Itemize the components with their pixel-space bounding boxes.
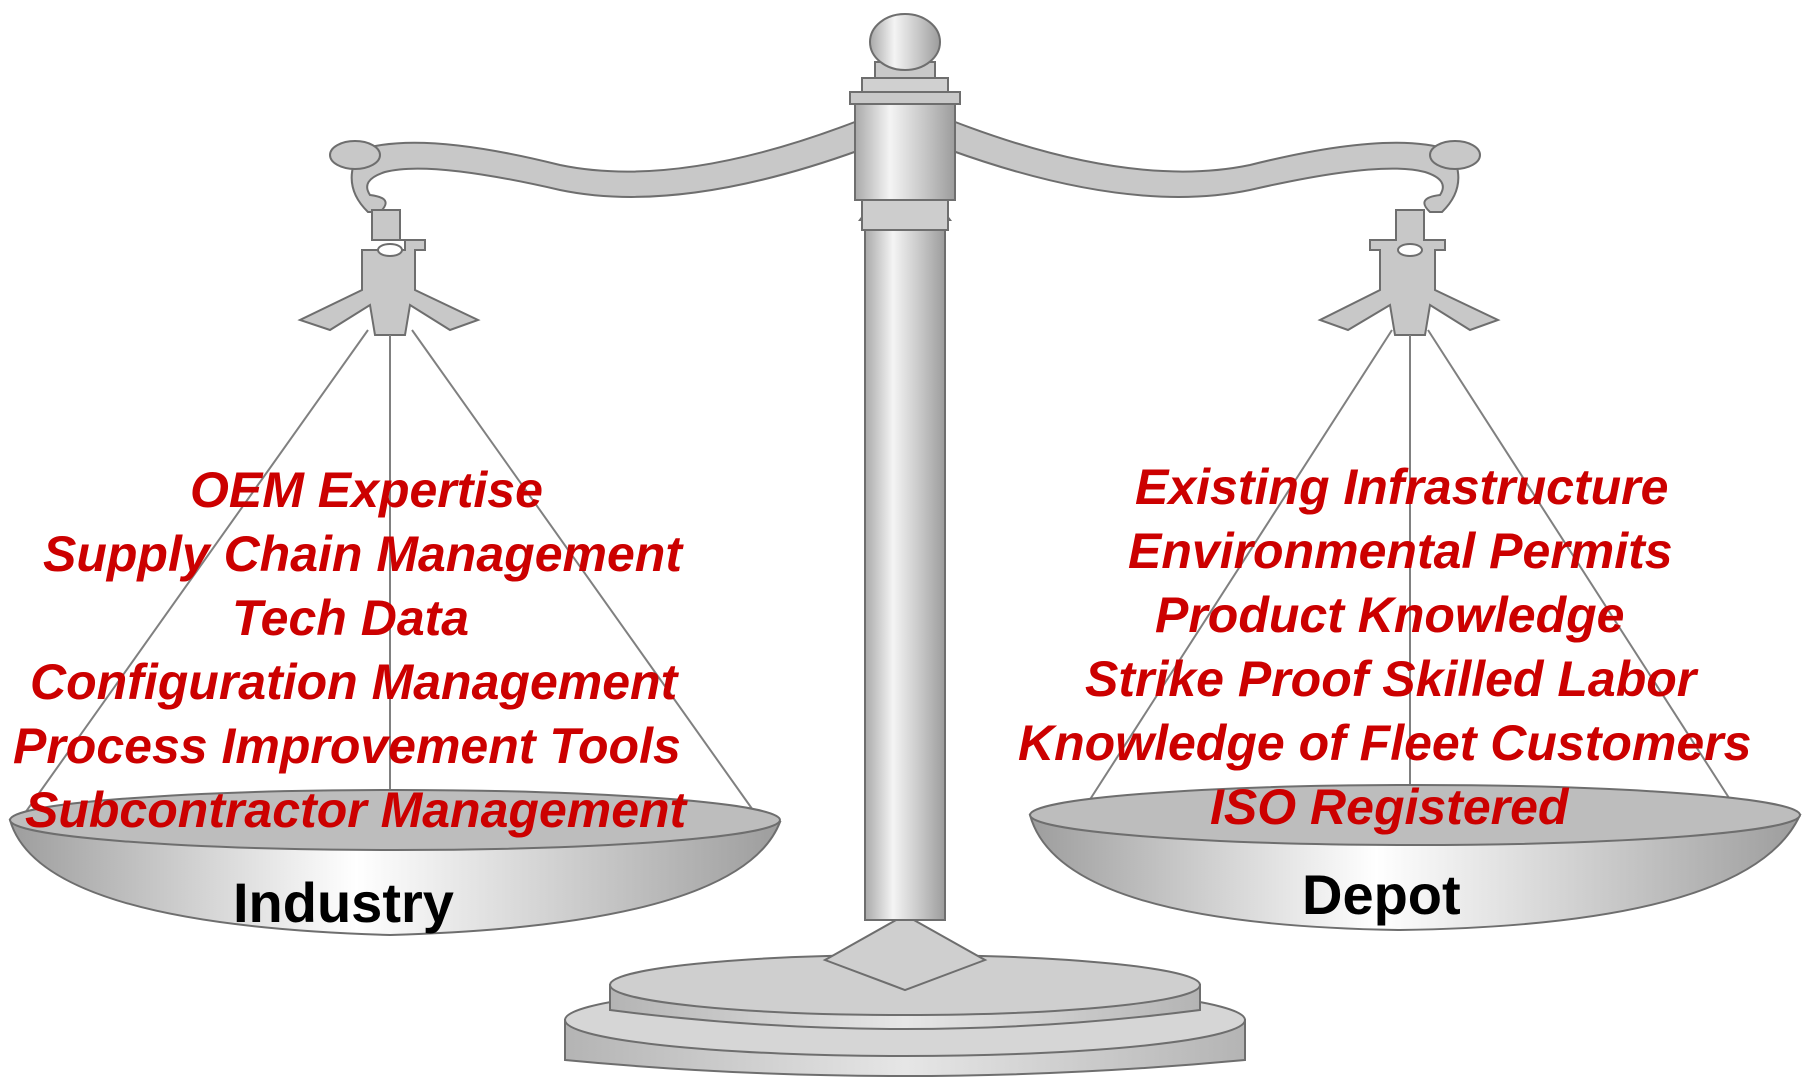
left-pan [8,789,782,937]
scale-beam [350,118,861,213]
left-item-4: Configuration Management [30,654,678,710]
left-item-6: Subcontractor Management [25,782,687,838]
left-item-list: OEM Expertise Supply Chain Management Te… [10,465,750,850]
left-hanger [297,209,481,336]
right-item-6: ISO Registered [1210,779,1569,835]
left-item-2: Supply Chain Management [43,526,682,582]
right-hanger [1317,209,1501,336]
left-item-5: Process Improvement Tools [13,718,681,774]
right-pan [1028,784,1802,932]
right-item-list: Existing Infrastructure Environmental Pe… [1010,462,1800,842]
left-item-1: OEM Expertise [190,462,543,518]
right-strings [1079,329,1741,860]
left-item-3: Tech Data [232,590,470,646]
right-item-5: Knowledge of Fleet Customers [1018,715,1752,771]
scale-column [822,199,988,992]
industry-label: Industry [233,871,454,934]
scale-pivot [849,13,961,201]
right-item-3: Product Knowledge [1155,587,1625,643]
right-item-2: Environmental Permits [1128,523,1673,579]
right-item-4: Strike Proof Skilled Labor [1085,651,1697,707]
right-item-1: Existing Infrastructure [1135,459,1669,515]
depot-label: Depot [1302,863,1461,926]
left-strings [19,329,761,870]
